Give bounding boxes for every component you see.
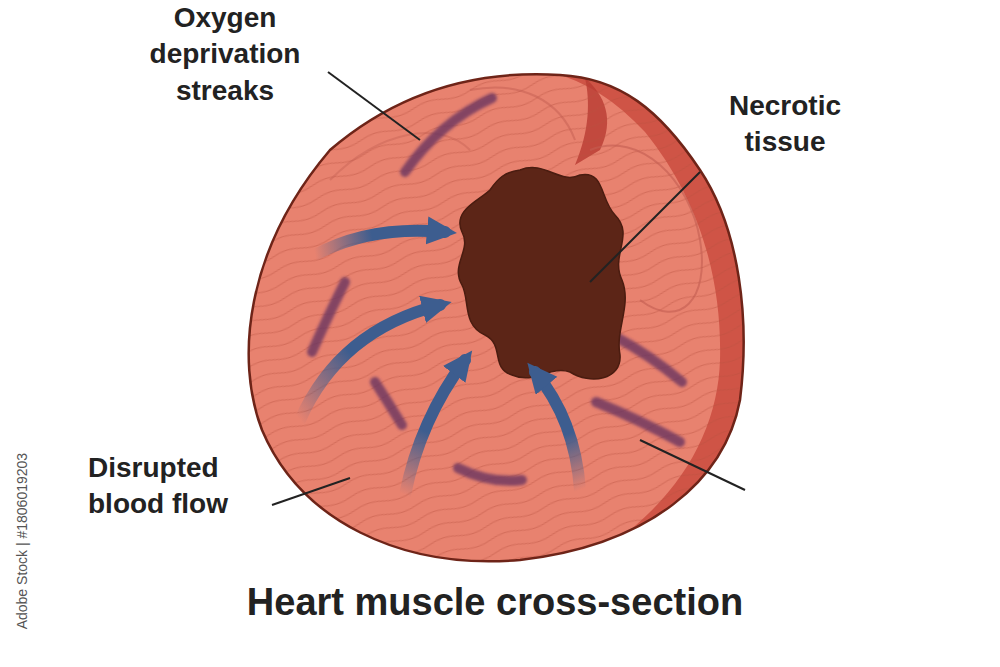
flow-arrow [535,372,580,490]
leader-line [640,440,745,490]
flow-arrow [315,231,445,255]
leader-line [328,72,420,140]
leader-line [590,172,700,282]
deprivation-streak [405,98,492,172]
callout-label: Disrupted blood flow [88,450,273,523]
flow-arrow [300,305,440,420]
callout-label: Oxygen deprivation streaks [110,0,340,109]
leader-line [272,478,350,505]
muscle-fibers [230,60,760,580]
callout-label: Necrotic tissue [700,88,870,161]
heart-outline [249,74,744,561]
necrotic-area [458,168,625,379]
muscle-lobe [470,87,575,140]
deprivation-streak [596,402,680,442]
deprivation-streak [312,282,345,352]
muscle-lobe [330,133,470,180]
deprivation-streak [458,468,522,481]
figure-caption: Heart muscle cross-section [0,578,990,627]
deprivation-streak [375,382,402,425]
deprivation-streak [614,336,682,382]
watermark: Adobe Stock | #1806019203 [13,416,31,666]
flow-arrow [405,360,465,495]
